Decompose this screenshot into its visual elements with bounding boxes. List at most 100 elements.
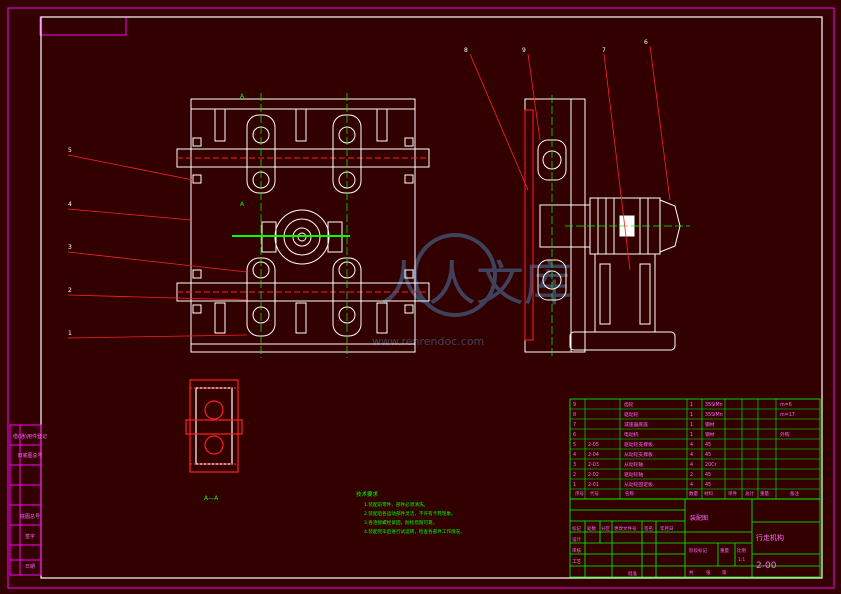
parts-cell-name: 从动轮固定板 (624, 481, 653, 488)
tb-mark: 标记 (572, 525, 581, 532)
hdr-single: 单件 (728, 490, 737, 497)
parts-cell-name: 从动轮支撑板 (624, 451, 653, 458)
parts-cell-code: 2-04 (588, 452, 599, 458)
parts-cell-material: 20Cr (705, 462, 716, 468)
parts-cell-name: 驱动轮支撑板 (624, 441, 653, 448)
parts-cell-no: 1 (573, 482, 576, 488)
parts-cell-code: 2-05 (588, 442, 599, 448)
parts-cell-no: 8 (573, 412, 576, 418)
watermark: 人人文库 www.renrendoc.com (372, 233, 572, 348)
callout-6: 6 (644, 39, 648, 46)
tb-scale-value: 1:1 (738, 557, 745, 563)
tech-requirements: 技术要求 1.装配前零件、部件必须清洗。 2.装配后各运动部件灵活，不许有卡死现… (356, 490, 465, 535)
tb-company: 装配图 (690, 514, 708, 522)
tb-sign: 签名 (644, 525, 653, 532)
parts-cell-no: 9 (573, 402, 576, 408)
hdr-name: 名称 (625, 490, 634, 497)
hdr-code: 代号 (590, 490, 599, 497)
section-title: A—A (204, 495, 219, 502)
title-block-text: 标记 处数 分区 更改文件号 签名 年月日 设计 审核 工艺 批准 装配图 阶段… (572, 514, 784, 577)
parts-cell-qty: 4 (690, 442, 693, 448)
leader-lines (67, 45, 671, 339)
parts-cell-note: m=6 (780, 402, 792, 408)
tb-checker: 审核 (572, 547, 581, 554)
callout-8: 8 (464, 47, 468, 54)
side-view (524, 95, 690, 358)
side-stamp-5: 日期 (25, 564, 35, 570)
tech-req-title: 技术要求 (356, 490, 379, 498)
callout-5: 5 (68, 147, 72, 154)
parts-cell-code: 2-02 (588, 472, 599, 478)
hdr-mat: 材料 (704, 490, 713, 497)
tb-sheet-total: 共 (689, 569, 694, 576)
tb-drawing-name: 行走机构 (756, 533, 784, 542)
parts-cell-no: 3 (573, 462, 576, 468)
tb-count: 处数 (587, 525, 596, 532)
parts-cell-no: 2 (573, 472, 576, 478)
tb-designer: 设计 (572, 536, 581, 543)
tech-req-item-2: 2.装配后各运动部件灵活，不许有卡死现象。 (364, 510, 456, 517)
parts-cell-no: 6 (573, 432, 576, 438)
outer-border (7, 7, 835, 589)
section-mark-top: A (240, 93, 245, 100)
callout-2: 2 (68, 287, 72, 294)
parts-cell-material: 钢材 (705, 431, 715, 438)
hdr-qty: 数量 (689, 490, 698, 497)
hdr-note: 备注 (790, 490, 799, 497)
inner-frame (40, 16, 823, 579)
parts-cell-qty: 1 (690, 412, 693, 418)
parts-cell-name: 从动轮轴 (624, 461, 643, 468)
parts-cell-material: 45 (705, 452, 711, 458)
parts-cell-no: 5 (573, 442, 576, 448)
tb-drawing-no: 2-00 (756, 561, 777, 571)
tb-date: 年月日 (660, 525, 674, 532)
tb-sheet-no: 第 (722, 569, 727, 576)
tb-zone: 分区 (601, 525, 610, 532)
tb-scale-label: 比例 (737, 547, 746, 554)
tb-sheet: 张 (706, 569, 711, 576)
front-view (176, 93, 430, 358)
parts-cell-note: 外购 (780, 431, 790, 438)
parts-cell-code: 2-01 (588, 482, 599, 488)
parts-cell-material: 45 (705, 442, 711, 448)
callout-9: 9 (522, 47, 526, 54)
parts-cell-name: 齿轮 (624, 401, 634, 408)
hdr-total: 总计 (745, 490, 754, 497)
watermark-url: www.renrendoc.com (372, 335, 484, 348)
tb-stage-mark: 阶段标记 (689, 547, 707, 554)
side-stamp-1: 借(通)用件登记 (13, 433, 47, 440)
side-stamp-2: 旧底图总号 (17, 452, 42, 459)
section-view-aa (185, 379, 243, 473)
parts-cell-no: 4 (573, 452, 576, 458)
hdr-no: 序号 (575, 490, 584, 497)
side-stamp-3: 底图总号 (20, 513, 40, 520)
parts-cell-name: 电动机 (624, 431, 639, 438)
tech-req-item-3: 3.各连接螺栓紧固，防松措施可靠， (364, 519, 437, 526)
parts-cell-note: m=17 (780, 412, 795, 418)
parts-cell-material: 45 (705, 482, 711, 488)
title-block (569, 498, 821, 578)
parts-cell-qty: 4 (690, 482, 693, 488)
tech-req-item-4: 4.装配完毕后进行试运转，检查各部件工作情况。 (364, 528, 465, 535)
side-stamp-4: 签字 (25, 533, 35, 540)
callout-7: 7 (602, 47, 606, 54)
parts-cell-name: 减速器底座 (624, 421, 648, 428)
tb-change-doc: 更改文件号 (614, 525, 637, 532)
tb-process: 工艺 (572, 559, 581, 565)
parts-cell-material: 35SiMn (705, 402, 723, 408)
callout-4: 4 (68, 201, 72, 208)
side-stamp-strip: 借(通)用件登记 旧底图总号 底图总号 签字 日期 (9, 424, 47, 576)
parts-cell-material: 45 (705, 472, 711, 478)
parts-cell-no: 7 (573, 422, 576, 428)
parts-cell-qty: 2 (690, 472, 693, 478)
tech-req-item-1: 1.装配前零件、部件必须清洗。 (364, 501, 428, 508)
callout-1: 1 (68, 330, 72, 337)
parts-cell-name: 驱动轮 (624, 411, 639, 418)
parts-cell-qty: 4 (690, 462, 693, 468)
watermark-brand: 人人文库 (380, 256, 572, 312)
tb-weight: 重量 (720, 547, 729, 554)
hdr-weight: 重量 (760, 490, 769, 497)
